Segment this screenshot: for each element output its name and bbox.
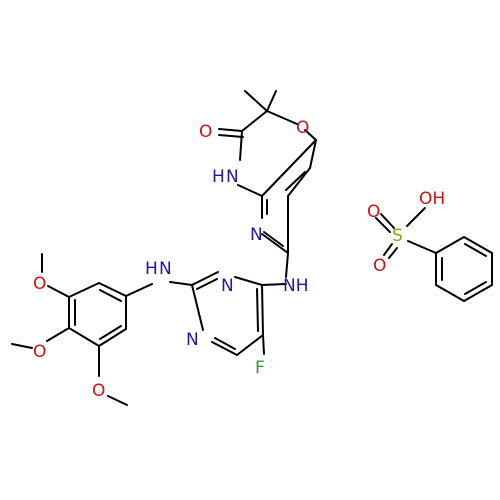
bond-ar4-ar5 [68,327,100,347]
bond-c2-n3-inner [196,278,218,290]
bond-carbonyl-a [218,128,243,132]
benzenesulfonic-acid-bonds [375,207,493,302]
bond-s-o-top-a [380,213,395,229]
bond-ar5-ar6 [98,328,127,347]
bond-methyl-left [244,90,268,112]
bond-c5-c6 [236,334,264,356]
bond-s-o-bottom-b [388,247,398,259]
atom-lactam-nitrogen: N [226,167,239,187]
bond-nh-aryl [125,283,153,297]
bond-ar1-ar2 [98,282,127,297]
bond-c6-n1-inner [214,337,236,350]
bond-ph4-ph5-inner [464,281,487,295]
bond-c2-nh-left [169,281,193,286]
bond-c4-n3 [234,276,263,286]
bond-s-phenyl [407,240,437,254]
atom-pyrimidine-n3: N [221,276,234,296]
bond-o-methyl-bottom [107,395,128,406]
atom-pyridine-nitrogen: N [250,225,263,245]
bond-c2-c3 [241,110,268,132]
bond-ar3-o [47,285,70,298]
bond-c6-n [261,233,289,254]
bond-c5-f [262,334,265,355]
bond-ar2-ar3 [68,282,100,298]
atom-hydroxyl: OH [419,189,445,209]
atom-sulfonyl-oxygen-bottom: O [373,256,386,276]
bond-ar4-o [46,327,70,342]
bond-c2-n [239,130,243,161]
bond-n1-c2 [191,284,204,331]
atom-carbonyl-oxygen: O [199,122,212,142]
main-molecule-bonds [11,90,317,406]
bond-ph2-ph3 [463,236,493,254]
bond-o-c8a [304,129,317,141]
bond-c3-o [266,110,298,125]
atom-labels: O O H N N NH N N F H N O O O S O O OH [33,118,445,401]
bond-c4-c5-inner [256,288,259,332]
bond-o-methyl-middle [11,343,33,349]
bond-c2-n3 [191,271,219,286]
bond-c4a-c8a [261,139,317,197]
atom-amine-left-hydrogen: H [145,259,158,279]
atom-amine-left-nitrogen: N [159,259,172,279]
bond-carbonyl-b [218,134,244,138]
atom-pyrimidine-n1: N [186,330,199,350]
atom-amine-right-nh: NH [283,276,309,296]
bond-s-o-top-b [375,217,391,233]
atom-fluorine: F [255,358,265,378]
bond-ar5-ar6-inner [99,325,122,340]
atom-sulfonyl-oxygen-top: O [367,202,380,222]
bond-c8a-c8 [309,139,317,169]
bond-c6-n-inner [263,231,284,247]
atom-ring-oxygen: O [296,118,309,138]
bond-s-oh [406,207,426,227]
bond-c8-c7-inner [285,171,306,191]
bond-methyl-right [266,90,277,112]
atom-methoxy-oxygen-middle: O [33,342,46,362]
bond-nh-c4 [261,283,287,286]
bond-c4-c5 [261,284,264,336]
bond-ph5-ph6 [435,284,465,302]
bond-ph1-ph2 [435,236,465,254]
atom-methoxy-oxygen-bottom: O [92,381,105,401]
atom-lactam-hydrogen: H [212,167,225,187]
bond-ph2-ph3-inner [464,243,487,257]
bond-n-c4a [237,184,263,197]
bond-c6-nh [285,252,289,278]
atom-methoxy-oxygen-top: O [33,274,46,294]
bond-c6-n1 [211,341,238,356]
bond-s-o-bottom-a [383,243,393,256]
bond-c8-c7 [287,167,311,197]
bond-ph4-ph5 [463,284,493,302]
bond-ar1-ar2-inner [99,289,122,302]
atom-sulfur: S [392,226,403,246]
